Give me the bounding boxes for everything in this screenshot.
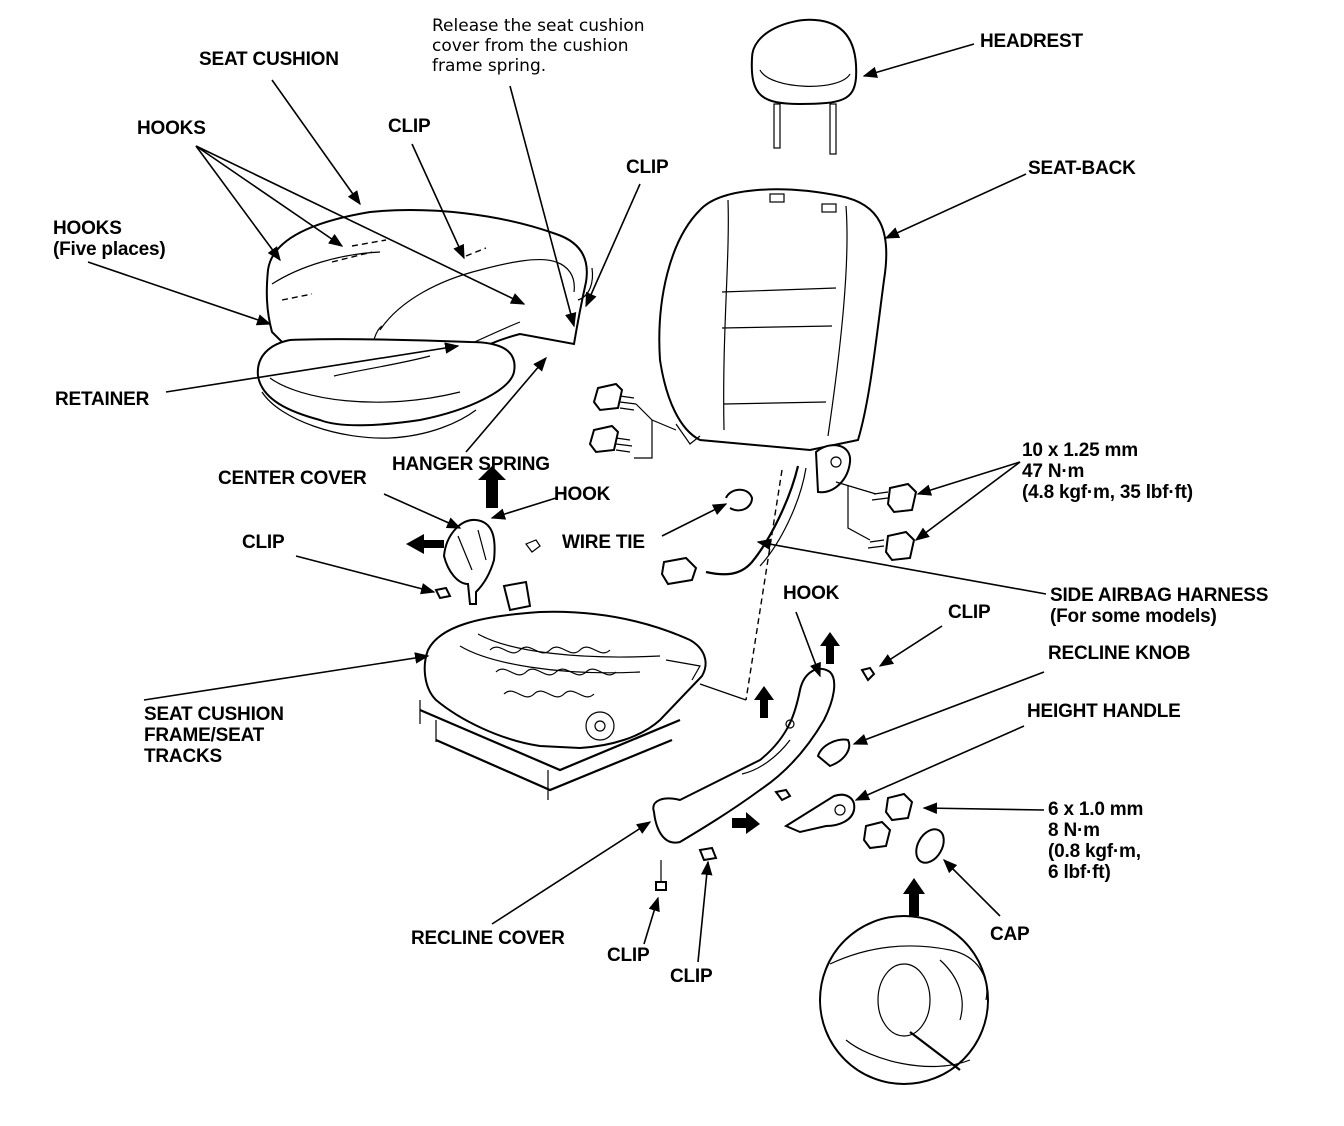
height-handle-part (783, 793, 856, 834)
label-bolt-spec-small: 6 x 1.0 mm 8 N·m (0.8 kgf·m, 6 lbf·ft) (1048, 799, 1144, 883)
up-arrow-2 (754, 686, 774, 718)
label-side-airbag-harness: SIDE AIRBAG HARNESS (For some models) (1050, 585, 1269, 627)
recline-knob-part (816, 738, 851, 768)
label-hook-center: HOOK (554, 484, 611, 505)
label-cap: CAP (990, 924, 1030, 945)
up-arrow-3 (820, 632, 840, 664)
recline-cover-part (652, 667, 836, 844)
label-hook-right: HOOK (783, 583, 840, 604)
label-seat-cushion: SEAT CUSHION (199, 49, 339, 70)
retainer-part (256, 338, 516, 439)
small-bolts (655, 666, 914, 891)
label-clip-left: CLIP (242, 532, 285, 553)
label-clip-right: CLIP (948, 602, 991, 623)
label-retainer: RETAINER (55, 389, 150, 410)
label-seat-cushion-frame: SEAT CUSHION FRAME/SEAT TRACKS (144, 704, 284, 767)
label-hooks-top: HOOKS (137, 118, 206, 139)
label-release-note: Release the seat cushion cover from the … (432, 16, 645, 76)
label-height-handle: HEIGHT HANDLE (1027, 701, 1181, 722)
cap-part (915, 828, 945, 864)
seatback-bolts-left (588, 382, 677, 459)
leader-lines (87, 43, 1047, 963)
label-hooks-five-places: HOOKS (Five places) (53, 218, 166, 260)
seat-back-part (658, 188, 888, 494)
seatback-bolts-right (835, 481, 918, 562)
right-arrow-1 (732, 812, 760, 834)
detail-magnifier (819, 915, 989, 1085)
airbag-harness-part (660, 465, 807, 586)
center-cover-part (434, 518, 541, 605)
label-clip-top-right: CLIP (626, 157, 669, 178)
label-hanger-spring: HANGER SPRING (392, 454, 550, 475)
label-headrest: HEADREST (980, 31, 1083, 52)
up-arrow-4 (903, 878, 925, 916)
label-wire-tie: WIRE TIE (562, 532, 645, 553)
label-clip-top-center: CLIP (388, 116, 431, 137)
label-bolt-spec-large: 10 x 1.25 mm 47 N·m (4.8 kgf·m, 35 lbf·f… (1022, 440, 1193, 503)
headrest-part (750, 18, 858, 155)
label-recline-cover: RECLINE COVER (411, 928, 565, 949)
seat-cushion-frame-part (419, 580, 707, 800)
left-arrow-1 (406, 534, 444, 554)
alignment-line (745, 469, 783, 701)
label-clip-bottom-left: CLIP (607, 945, 650, 966)
label-center-cover: CENTER COVER (218, 468, 367, 489)
label-recline-knob: RECLINE KNOB (1048, 643, 1191, 664)
label-seat-back: SEAT-BACK (1028, 158, 1136, 179)
label-clip-bottom-right: CLIP (670, 966, 713, 987)
up-arrow-1 (478, 466, 506, 508)
